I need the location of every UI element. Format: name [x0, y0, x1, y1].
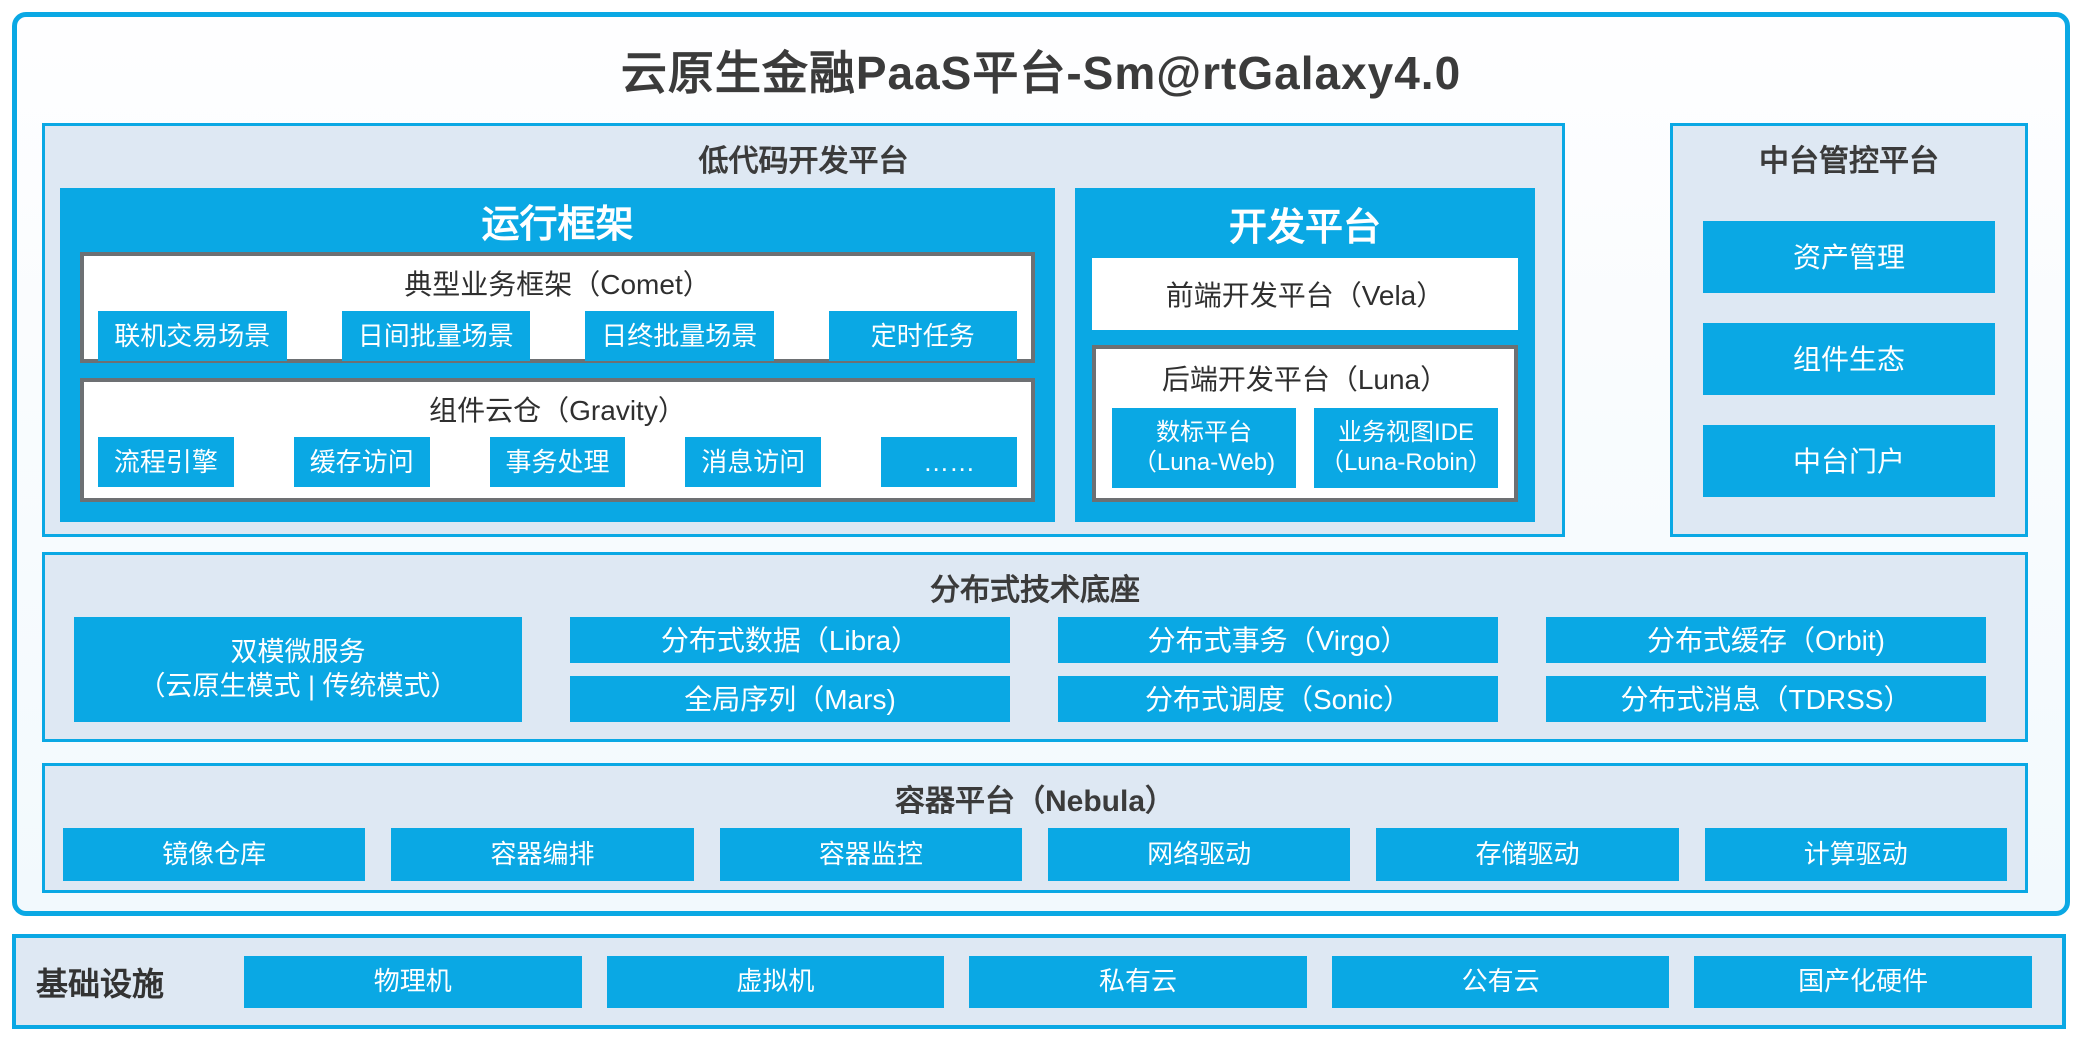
section-lowcode: 低代码开发平台 运行框架 典型业务框架（Comet） 联机交易场景 日间批量场景…: [42, 123, 1565, 537]
luna-title: 后端开发平台（Luna）: [1161, 364, 1449, 395]
section-distributed: 分布式技术底座 双模微服务 （云原生模式 | 传统模式） 分布式数据（Libra…: [42, 552, 2028, 742]
section-container-platform: 容器平台（Nebula） 镜像仓库 容器编排 容器监控 网络驱动 存储驱动 计算…: [42, 763, 2028, 893]
comet-chip-eod-batch: 日终批量场景: [585, 311, 774, 361]
luna-chip-line2: （Luna-Robin）: [1319, 449, 1493, 476]
comet-box: 典型业务框架（Comet） 联机交易场景 日间批量场景 日终批量场景 定时任务: [80, 252, 1035, 363]
midplatform-items: 资产管理 组件生态 中台门户: [1703, 221, 1995, 497]
dist-chip-orbit: 分布式缓存（Orbit): [1546, 617, 1986, 663]
dist-chip-mars: 全局序列（Mars): [570, 676, 1010, 722]
container-chip-monitoring: 容器监控: [719, 828, 1022, 881]
gravity-chip-message-access: 消息访问: [685, 437, 822, 487]
gravity-chip-cache-access: 缓存访问: [293, 437, 430, 487]
infra-chip-physical-machine: 物理机: [244, 955, 582, 1008]
gravity-chips-row: 流程引擎 缓存访问 事务处理 消息访问 ……: [84, 429, 1031, 487]
section-lowcode-label: 低代码开发平台: [698, 145, 909, 178]
gravity-chip-more: ……: [881, 437, 1017, 487]
spacer: [1075, 330, 1535, 345]
dev-platform-box: 开发平台 前端开发平台（Vela） 后端开发平台（Luna） 数标平台 （Lun…: [1075, 188, 1535, 522]
infrastructure-label: 基础设施: [36, 965, 165, 1002]
comet-chip-scheduled-task: 定时任务: [828, 311, 1017, 361]
infra-chip-domestic-hardware: 国产化硬件: [1694, 955, 2032, 1008]
luna-chip-line1: 数标平台: [1156, 419, 1252, 446]
luna-chip-data-standard: 数标平台 （Luna-Web): [1112, 408, 1296, 488]
infra-chip-virtual-machine: 虚拟机: [606, 955, 945, 1008]
distributed-grid: 双模微服务 （云原生模式 | 传统模式） 分布式数据（Libra） 全局序列（M…: [74, 617, 1988, 722]
container-chip-network-driver: 网络驱动: [1047, 828, 1351, 881]
dual-microservice-line1: 双模微服务: [230, 636, 366, 667]
section-infrastructure: 基础设施 物理机 虚拟机 私有云 公有云 国产化硬件: [12, 934, 2066, 1029]
luna-box: 后端开发平台（Luna） 数标平台 （Luna-Web) 业务视图IDE （Lu…: [1092, 345, 1518, 502]
comet-chip-intraday-batch: 日间批量场景: [341, 311, 530, 361]
comet-chip-online-trading: 联机交易场景: [98, 311, 287, 361]
luna-chip-line2: （Luna-Web): [1132, 449, 1276, 476]
dual-microservice-box: 双模微服务 （云原生模式 | 传统模式）: [74, 617, 522, 722]
runtime-framework-title: 运行框架: [481, 203, 634, 246]
section-distributed-label: 分布式技术底座: [930, 574, 1140, 607]
comet-title: 典型业务框架（Comet）: [404, 269, 711, 300]
dist-chip-tdrss: 分布式消息（TDRSS）: [1546, 676, 1986, 722]
midplatform-chip-asset-management: 资产管理: [1703, 221, 1995, 293]
dev-platform-title: 开发平台: [1228, 206, 1381, 249]
gravity-title: 组件云仓（Gravity）: [429, 395, 686, 426]
luna-chip-line1: 业务视图IDE: [1337, 419, 1474, 446]
container-chip-orchestration: 容器编排: [391, 828, 694, 881]
infrastructure-chips-row: 物理机 虚拟机 私有云 公有云 国产化硬件: [244, 955, 2032, 1008]
dist-chip-sonic: 分布式调度（Sonic）: [1058, 676, 1498, 722]
lowcode-frames-row: 运行框架 典型业务框架（Comet） 联机交易场景 日间批量场景 日终批量场景 …: [45, 188, 1562, 522]
page-title: 云原生金融PaaS平台-Sm@rtGalaxy4.0: [620, 47, 1462, 99]
midplatform-chip-component-ecosystem: 组件生态: [1703, 323, 1995, 395]
container-chip-storage-driver: 存储驱动: [1376, 828, 1679, 881]
runtime-framework-box: 运行框架 典型业务框架（Comet） 联机交易场景 日间批量场景 日终批量场景 …: [60, 188, 1055, 522]
luna-chips-row: 数标平台 （Luna-Web) 业务视图IDE （Luna-Robin）: [1096, 398, 1514, 488]
luna-chip-business-view-ide: 业务视图IDE （Luna-Robin）: [1314, 408, 1498, 488]
top-sections-row: 低代码开发平台 运行框架 典型业务框架（Comet） 联机交易场景 日间批量场景…: [42, 123, 2028, 537]
midplatform-chip-portal: 中台门户: [1703, 425, 1995, 497]
distributed-col-1: 分布式数据（Libra） 全局序列（Mars): [570, 617, 1010, 722]
gravity-box: 组件云仓（Gravity） 流程引擎 缓存访问 事务处理 消息访问 ……: [80, 378, 1035, 502]
container-chip-image-registry: 镜像仓库: [63, 828, 366, 881]
distributed-col-3: 分布式缓存（Orbit) 分布式消息（TDRSS）: [1546, 617, 1986, 722]
section-container-label: 容器平台（Nebula）: [894, 785, 1176, 818]
infra-chip-private-cloud: 私有云: [969, 955, 1307, 1008]
dual-microservice-line2: （云原生模式 | 传统模式）: [138, 670, 458, 701]
comet-chips-row: 联机交易场景 日间批量场景 日终批量场景 定时任务: [84, 303, 1031, 361]
section-midplatform: 中台管控平台 资产管理 组件生态 中台门户: [1670, 123, 2028, 537]
spacer: [60, 363, 1055, 378]
container-chip-compute-driver: 计算驱动: [1704, 828, 2007, 881]
infra-chip-public-cloud: 公有云: [1331, 955, 1670, 1008]
section-midplatform-label: 中台管控平台: [1759, 145, 1939, 178]
dist-chip-libra: 分布式数据（Libra）: [570, 617, 1010, 663]
dist-chip-virgo: 分布式事务（Virgo）: [1058, 617, 1498, 663]
vela-box: 前端开发平台（Vela）: [1092, 258, 1518, 330]
platform-panel: 云原生金融PaaS平台-Sm@rtGalaxy4.0 低代码开发平台 运行框架 …: [12, 12, 2070, 916]
container-chips-row: 镜像仓库 容器编排 容器监控 网络驱动 存储驱动 计算驱动: [45, 828, 2025, 881]
gravity-chip-process-engine: 流程引擎: [98, 437, 234, 487]
gravity-chip-transaction: 事务处理: [489, 437, 626, 487]
distributed-col-2: 分布式事务（Virgo） 分布式调度（Sonic）: [1058, 617, 1498, 722]
